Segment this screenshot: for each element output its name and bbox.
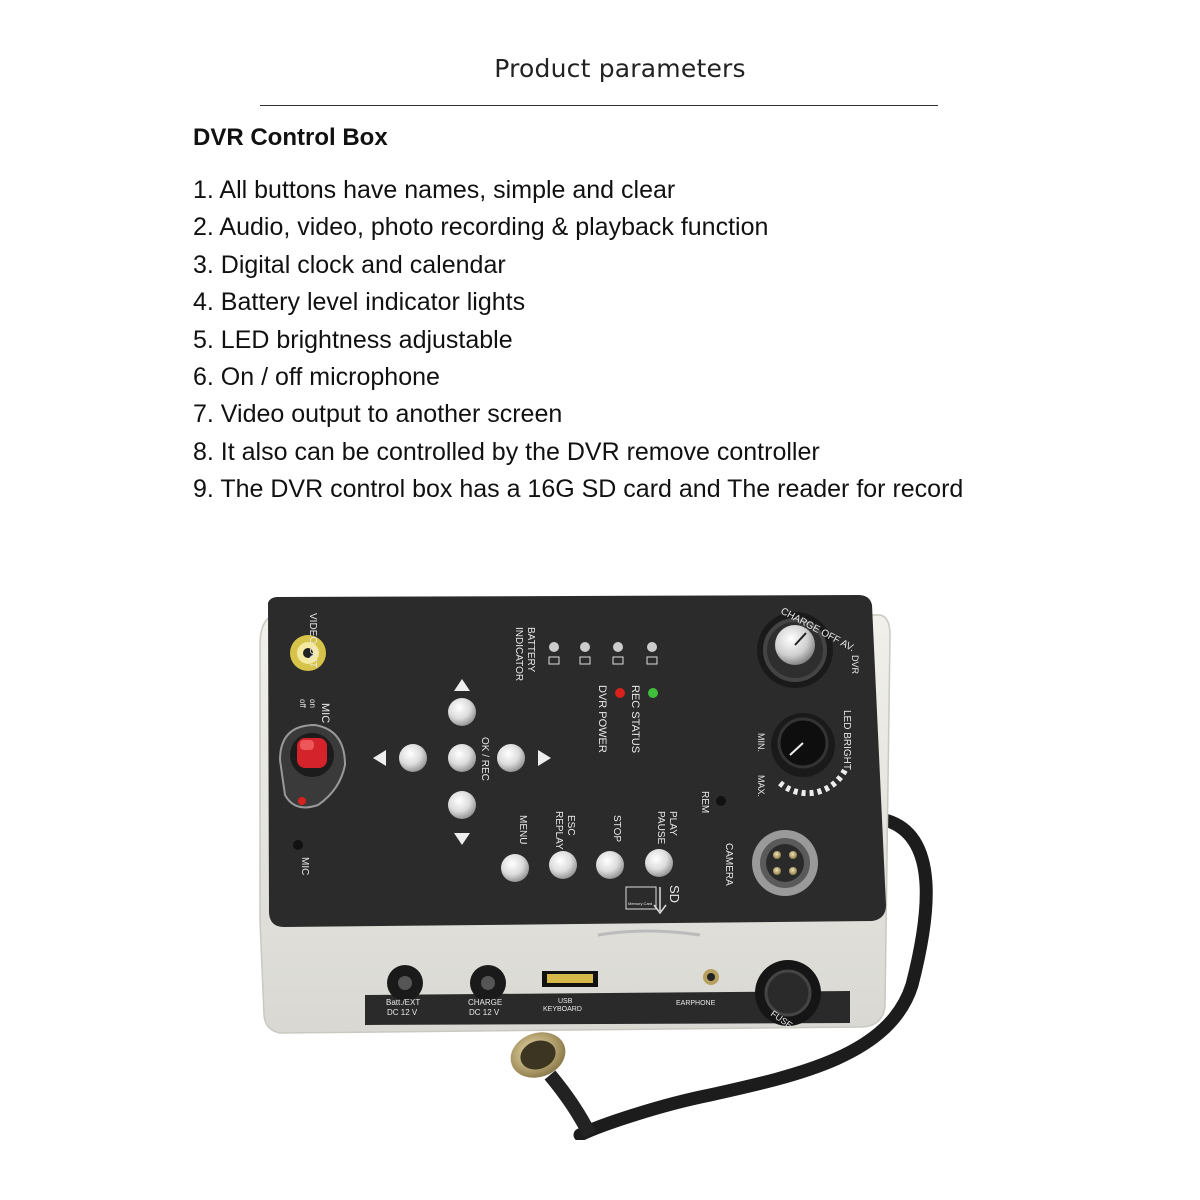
dpad xyxy=(373,679,551,845)
usb-label-2: KEYBOARD xyxy=(543,1006,582,1013)
feature-item: 1. All buttons have names, simple and cl… xyxy=(193,176,676,204)
dvr-power-led xyxy=(615,688,625,698)
min-label: MIN. xyxy=(756,733,766,752)
feature-item: 6. On / off microphone xyxy=(193,362,440,391)
esc-label: ESC xyxy=(565,815,576,836)
camera-label: CAMERA xyxy=(723,843,734,886)
up-arrow-icon xyxy=(454,679,470,691)
dvr-mode-label: DVR xyxy=(850,655,860,675)
sd-arrow-icon xyxy=(653,887,667,915)
feature-list: 1. All buttons have names, simple and cl… xyxy=(193,172,963,509)
cable-connector xyxy=(510,1032,597,1139)
fuse-holder[interactable] xyxy=(755,960,821,1026)
esc-replay-button[interactable] xyxy=(549,851,577,879)
camera-cable xyxy=(573,813,933,1140)
play-label: PLAY xyxy=(667,811,678,836)
stop-label: STOP xyxy=(611,815,622,842)
usb-port[interactable] xyxy=(542,971,598,987)
feature-item: 5. LED brightness adjustable xyxy=(193,325,513,354)
earphone-jack[interactable] xyxy=(703,969,719,985)
left-arrow-icon xyxy=(373,750,386,766)
right-arrow-icon xyxy=(538,750,551,766)
title-divider xyxy=(260,105,938,106)
sd-card-icon xyxy=(625,886,657,910)
control-panel xyxy=(268,595,886,927)
max-label: MAX. xyxy=(756,775,766,797)
feature-item: 7. Video output to another screen xyxy=(193,400,563,429)
feature-item: 4. Battery level indicator lights xyxy=(193,288,526,317)
led-bright-knob[interactable] xyxy=(771,713,848,797)
earphone-label: EARPHONE xyxy=(676,1000,716,1007)
down-arrow-icon xyxy=(454,833,470,845)
replay-label: REPLAY xyxy=(553,811,564,850)
mic-on-label: on xyxy=(308,699,317,708)
dvr-control-box-illustration: VIDEO OUT MIC on off MIC OK / REC BATTER… xyxy=(259,595,933,1140)
charge-label-2: DC 12 V xyxy=(469,1008,500,1017)
mic-off-label: off xyxy=(298,699,307,709)
usb-label-1: USB xyxy=(558,998,573,1005)
section-heading: DVR Control Box xyxy=(193,124,388,151)
ok-rec-label: OK / REC xyxy=(479,737,490,781)
charge-label-1: CHARGE xyxy=(468,998,502,1007)
video-out-label: VIDEO OUT xyxy=(307,613,318,668)
mic-hole xyxy=(293,840,303,850)
rem-sensor xyxy=(716,796,726,806)
mic-hole-label: MIC xyxy=(299,857,310,875)
right-button[interactable] xyxy=(497,744,525,772)
feature-item: 3. Digital clock and calendar xyxy=(193,250,506,279)
led-bright-label: LED BRIGHT xyxy=(841,710,852,770)
camera-connector[interactable] xyxy=(752,830,818,896)
menu-label: MENU xyxy=(517,815,528,844)
mode-selector-knob[interactable] xyxy=(757,612,833,688)
mic-toggle-button[interactable] xyxy=(278,723,347,809)
video-out-jack[interactable] xyxy=(290,635,326,671)
dvr-power-label: DVR POWER xyxy=(596,685,608,753)
rem-label: REM xyxy=(699,791,710,813)
batt-ext-port[interactable] xyxy=(387,965,423,1001)
menu-button[interactable] xyxy=(501,854,529,882)
product-photo: VIDEO OUT MIC on off MIC OK / REC BATTER… xyxy=(240,575,980,1140)
battery-indicator-label-2: INDICATOR xyxy=(513,627,524,681)
mic-switch-label: MIC xyxy=(319,703,331,723)
sd-label: SD xyxy=(667,885,682,903)
rec-status-label: REC STATUS xyxy=(629,685,641,753)
play-pause-button[interactable] xyxy=(645,849,673,877)
ok-rec-button[interactable] xyxy=(448,744,476,772)
rec-status-led xyxy=(648,688,658,698)
batt-ext-label-1: Batt./EXT xyxy=(386,998,420,1007)
stop-button[interactable] xyxy=(596,851,624,879)
battery-indicator-label-1: BATTERY xyxy=(525,627,536,673)
feature-item: 9. The DVR control box has a 16G SD card… xyxy=(193,475,964,504)
left-button[interactable] xyxy=(399,744,427,772)
feature-item: 8. It also can be controlled by the DVR … xyxy=(193,437,820,466)
sd-card-slot[interactable] xyxy=(597,929,701,937)
feature-item: 2. Audio, video, photo recording & playb… xyxy=(193,213,769,242)
batt-ext-label-2: DC 12 V xyxy=(387,1008,418,1017)
battery-leds xyxy=(548,642,658,665)
mic-led xyxy=(298,797,306,805)
down-button[interactable] xyxy=(448,791,476,819)
pause-label: PAUSE xyxy=(655,811,666,844)
memory-card-label: Memory Card xyxy=(628,901,652,906)
up-button[interactable] xyxy=(448,698,476,726)
charge-port[interactable] xyxy=(470,965,506,1001)
page-title: Product parameters xyxy=(494,54,746,83)
